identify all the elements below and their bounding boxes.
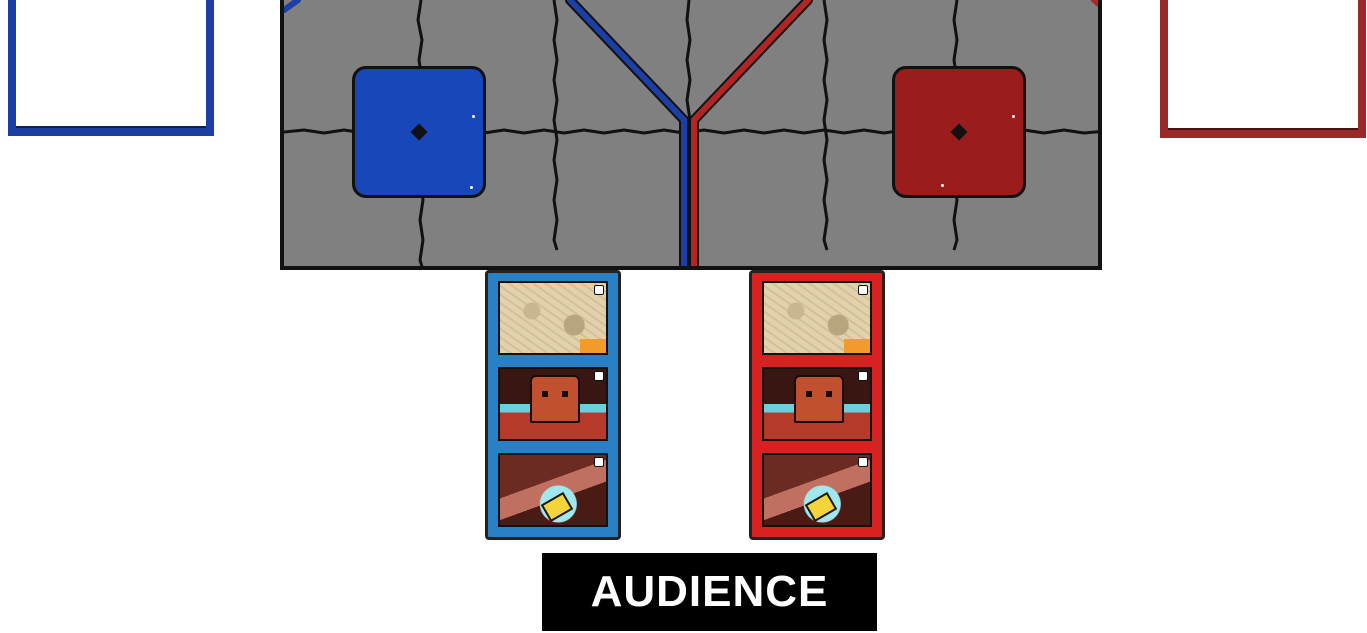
audience-label-text: AUDIENCE (590, 567, 829, 616)
golem-figure (530, 375, 580, 423)
tile-dot (470, 186, 473, 189)
audience-label: AUDIENCE (542, 553, 877, 631)
token-marker-icon (410, 123, 428, 141)
card-cost-icon (858, 457, 868, 467)
blue-player-zone[interactable] (8, 0, 214, 136)
red-player-zone[interactable] (1160, 0, 1366, 138)
tile-dot (941, 184, 944, 187)
golem-eye (806, 391, 812, 397)
token-marker-icon (950, 123, 968, 141)
blue-card-deck (485, 270, 621, 540)
card-cost-icon (594, 371, 604, 381)
golem-card[interactable] (762, 367, 872, 441)
treasure-map-card[interactable] (498, 281, 608, 355)
card-corner (580, 339, 606, 353)
golem-eye (542, 391, 548, 397)
game-board (280, 0, 1102, 270)
card-cost-icon (594, 285, 604, 295)
tile-dot (472, 115, 475, 118)
blue-player-tile[interactable] (352, 66, 486, 198)
crystal-burst-card[interactable] (762, 453, 872, 527)
golem-eye (826, 391, 832, 397)
card-corner (844, 339, 870, 353)
crystal-gem-icon (804, 491, 838, 523)
crystal-gem-icon (540, 491, 574, 523)
red-card-deck (749, 270, 885, 540)
tile-dot (1012, 115, 1015, 118)
red-player-tile[interactable] (892, 66, 1026, 198)
card-cost-icon (858, 285, 868, 295)
card-cost-icon (858, 371, 868, 381)
treasure-map-card[interactable] (762, 281, 872, 355)
golem-eye (562, 391, 568, 397)
crystal-burst-card[interactable] (498, 453, 608, 527)
golem-card[interactable] (498, 367, 608, 441)
card-cost-icon (594, 457, 604, 467)
golem-figure (794, 375, 844, 423)
